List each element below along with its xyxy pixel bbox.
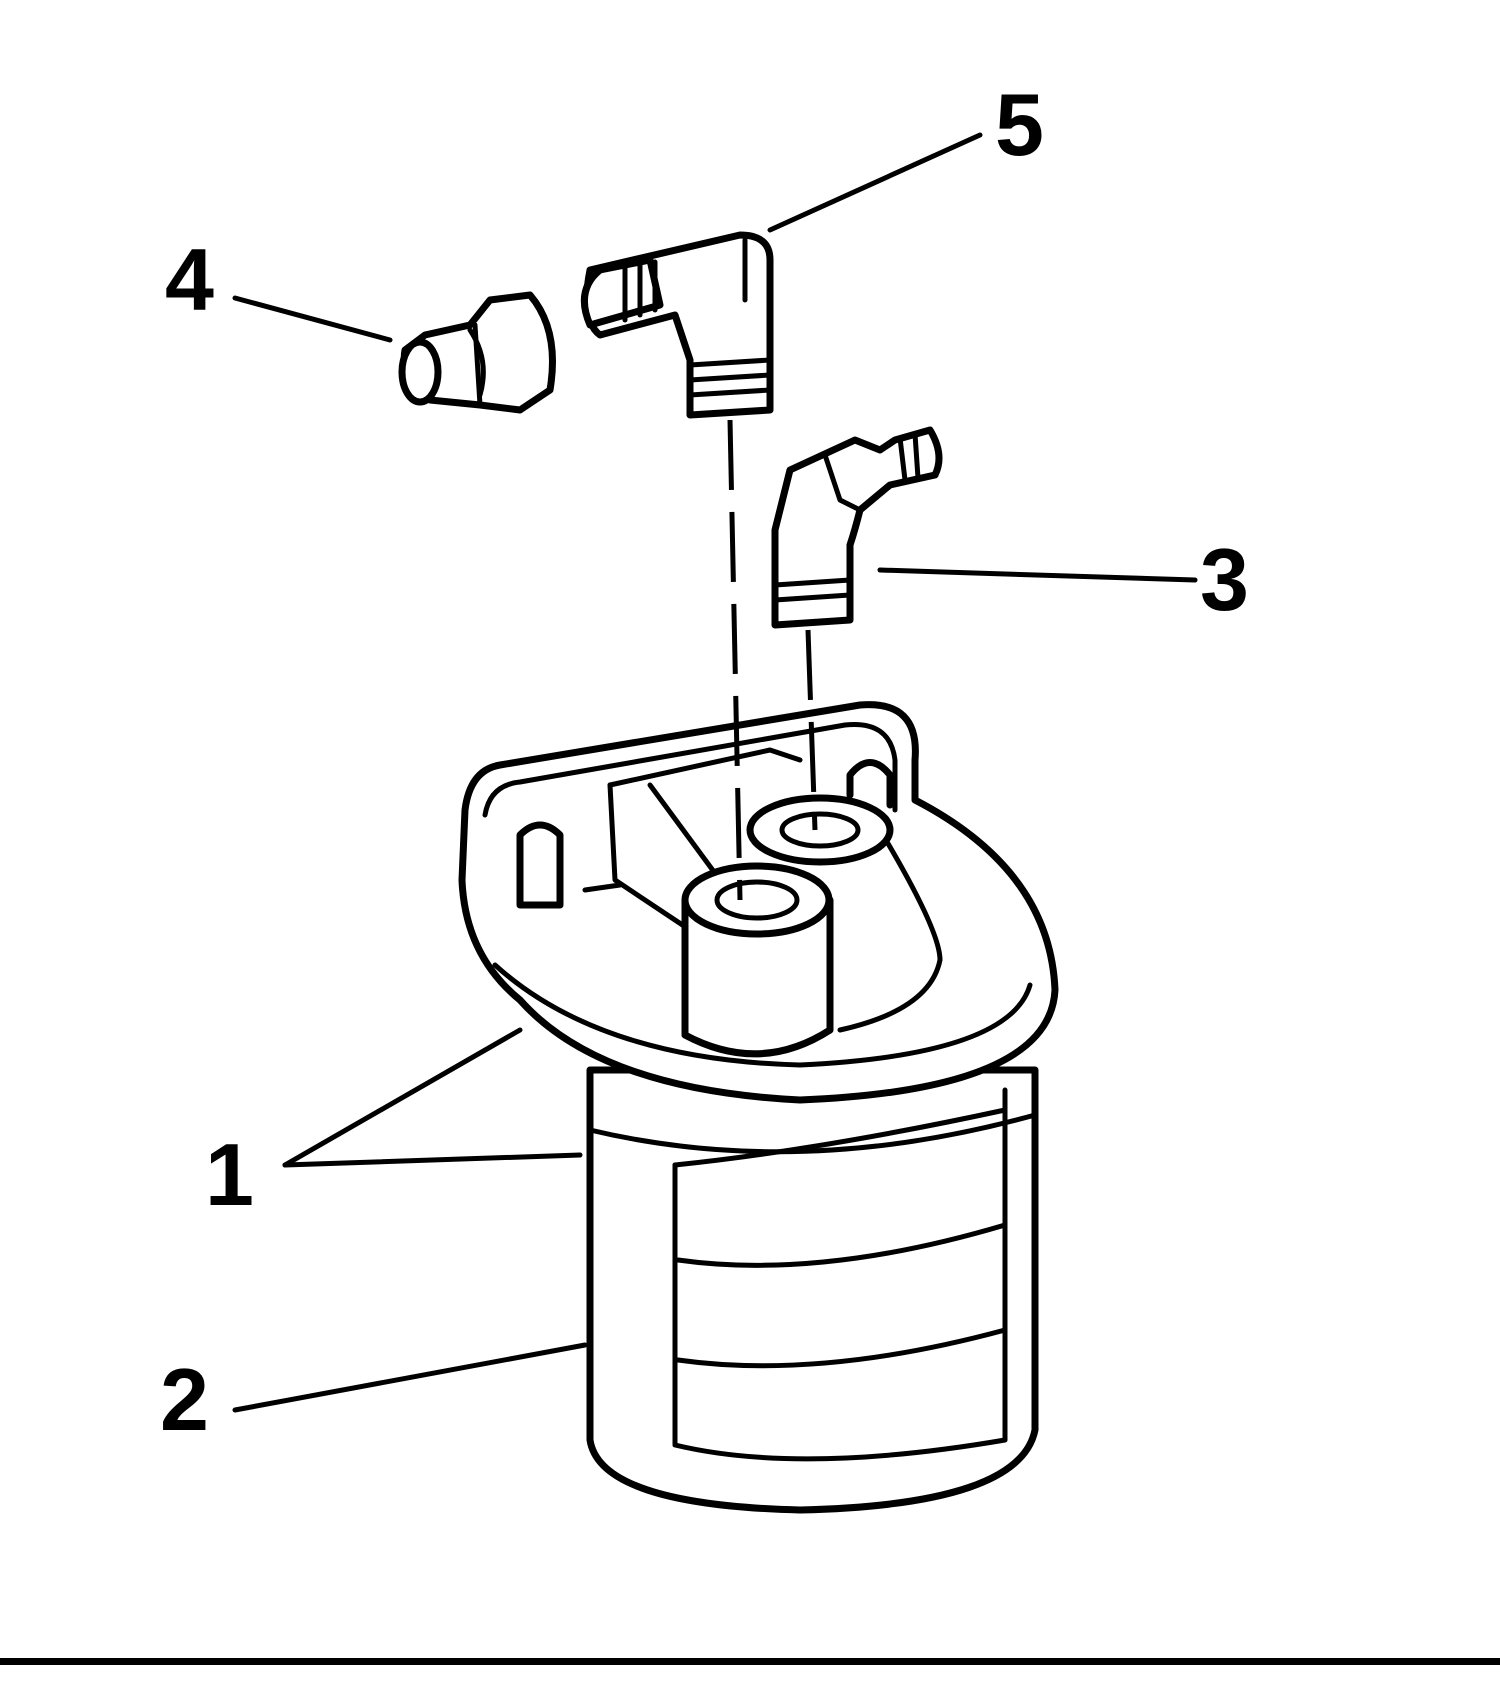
hose-barb-elbow-3 [771, 426, 943, 629]
callout-2: 2 [160, 1350, 209, 1449]
filter-head [458, 701, 1059, 1104]
callout-5: 5 [995, 75, 1044, 174]
callout-3: 3 [1200, 530, 1249, 629]
filter-bowl [586, 1066, 1039, 1514]
flare-nut-4 [398, 291, 556, 414]
centerline-fitting-3 [805, 629, 818, 831]
callout-1: 1 [205, 1125, 254, 1224]
callout-4: 4 [165, 230, 214, 329]
leader-lines [232, 132, 1198, 1413]
centerline-fitting-5 [727, 419, 743, 901]
bottom-rule [0, 1658, 1500, 1665]
elbow-fitting-5 [580, 231, 774, 419]
